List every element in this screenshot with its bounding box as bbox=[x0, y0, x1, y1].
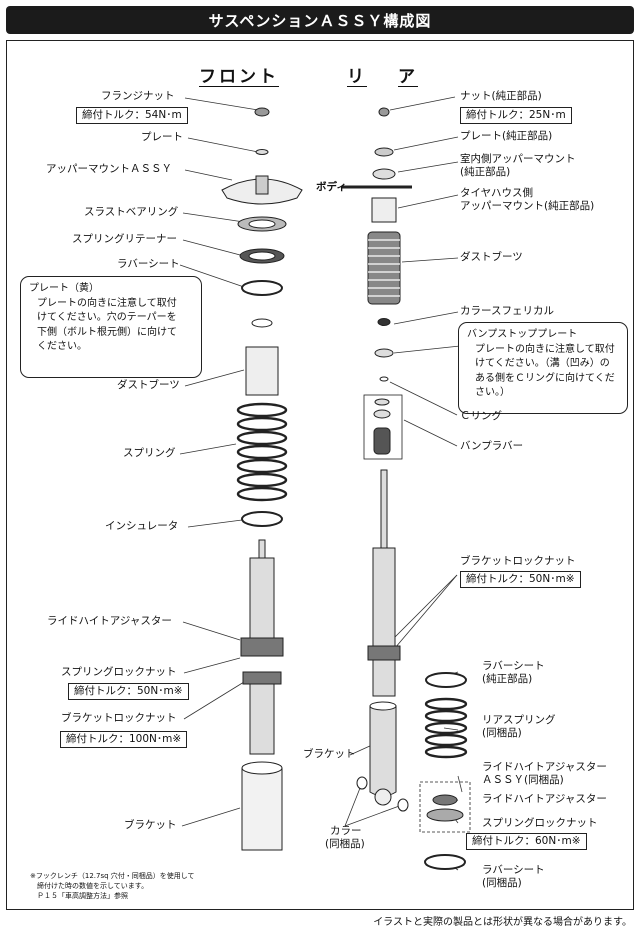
front-assembly bbox=[221, 107, 303, 851]
rear-rha-assy-label-2: ＡＳＳＹ(同梱品) bbox=[482, 774, 564, 786]
rear-bracket-lock-nut-torque: 締付トルク：50N･m※ bbox=[460, 571, 581, 588]
rear-bracket-label: ブラケット bbox=[303, 748, 356, 760]
rear-collar-label: カラー bbox=[330, 825, 362, 837]
front-note-body: プレートの向きに注意して取付 けてください。穴のテーパーを 下側（ボルト根元側）… bbox=[37, 297, 177, 353]
rear-plate-label: プレート(純正部品) bbox=[460, 130, 553, 142]
rear-tire-house-mount-label-2: アッパーマウント(純正部品) bbox=[460, 200, 595, 212]
rear-rha-label: ライドハイトアジャスター bbox=[482, 793, 607, 805]
rear-tire-house-mount-label-1: タイヤハウス側 bbox=[460, 187, 533, 199]
front-bracket-lock-nut-torque: 締付トルク：100N･m※ bbox=[60, 731, 188, 748]
front-spring-lock-nut-torque: 締付トルク：50N･m※ bbox=[68, 683, 189, 700]
front-bracket-lock-nut-label: ブラケットロックナット bbox=[61, 712, 177, 724]
footnote: ※フックレンチ（12.7sq 穴付・同梱品）を使用して 締付けた時の数値を示して… bbox=[30, 872, 195, 900]
dust-boot-shape bbox=[245, 346, 279, 396]
rear-bracket-lock-nut-label: ブラケットロックナット bbox=[460, 555, 576, 567]
rear-spring-lock-nut-torque: 締付トルク：60N･m※ bbox=[466, 833, 587, 850]
front-ride-height-adjuster-label: ライドハイトアジャスター bbox=[47, 615, 172, 627]
front-plate-label: プレート bbox=[141, 131, 183, 143]
rear-dust-boot-shape bbox=[367, 231, 401, 305]
rear-nut-torque: 締付トルク：25N･m bbox=[460, 107, 572, 124]
front-bracket-shape bbox=[241, 767, 283, 851]
rear-bracket-shape bbox=[369, 705, 397, 797]
rear-rha-assy-label-1: ライドハイトアジャスター bbox=[482, 761, 607, 773]
rear-spring-lock-nut-label: スプリングロックナット bbox=[482, 817, 598, 829]
rear-bump-rubber-label: バンプラバー bbox=[460, 440, 524, 452]
rear-collar-spherical-label: カラースフェリカル bbox=[460, 305, 554, 317]
rear-assembly bbox=[342, 107, 471, 870]
rear-collar-label-b: (同梱品) bbox=[325, 838, 365, 850]
rear-dust-boot-label: ダストブーツ bbox=[460, 251, 523, 263]
rear-rubber-seat-label-2: ラバーシート bbox=[482, 864, 545, 876]
disclaimer: イラストと実際の製品とは形状が異なる場合があります。 bbox=[373, 917, 632, 928]
section-front: フロント bbox=[199, 67, 279, 87]
front-thrust-bearing-label: スラストベアリング bbox=[84, 206, 179, 218]
damper-body bbox=[249, 557, 275, 641]
rear-note-body: プレートの向きに注意して取付 けてください。（溝（凹み）の ある側をＣリングに向… bbox=[475, 343, 615, 399]
rear-note-title: バンプストッププレート bbox=[467, 329, 578, 340]
front-rubber-seat-label: ラバーシート bbox=[117, 258, 180, 270]
rear-spring-label: リアスプリング bbox=[482, 714, 556, 726]
rear-body-label: ボディ bbox=[316, 181, 347, 193]
spring-shape bbox=[236, 402, 288, 502]
diagram-frame bbox=[6, 40, 634, 910]
rear-nut-label: ナット(純正部品) bbox=[460, 90, 542, 102]
front-dust-boot-label: ダストブーツ bbox=[117, 379, 180, 391]
front-insulator-label: インシュレータ bbox=[105, 520, 179, 532]
rear-spring-label-b: (同梱品) bbox=[482, 727, 522, 739]
rear-rubber-seat-label-2b: (同梱品) bbox=[482, 877, 522, 889]
section-rear-2: ア bbox=[398, 67, 418, 87]
page-header: サスペンションＡＳＳＹ構成図 bbox=[6, 6, 634, 34]
front-upper-mount-label: アッパーマウントＡＳＳＹ bbox=[46, 163, 172, 175]
front-note-title: プレート（黄） bbox=[29, 283, 99, 294]
rear-rubber-seat-label-1b: (純正部品) bbox=[482, 673, 533, 685]
front-bracket-label: ブラケット bbox=[124, 819, 177, 831]
rear-interior-mount-label-2: (純正部品) bbox=[460, 166, 511, 178]
front-spring-retainer-label: スプリングリテーナー bbox=[72, 233, 177, 245]
flange-nut-shape bbox=[254, 107, 270, 117]
rear-rubber-seat-label-1: ラバーシート bbox=[482, 660, 545, 672]
rear-spring-shape bbox=[424, 697, 468, 759]
rear-interior-mount-label-1: 室内側アッパーマウント bbox=[460, 153, 576, 165]
rear-bump-stop-note: バンプストッププレート プレートの向きに注意して取付 けてください。（溝（凹み）… bbox=[458, 322, 628, 414]
front-plate-note: プレート（黄） プレートの向きに注意して取付 けてください。穴のテーパーを 下側… bbox=[20, 276, 202, 378]
front-spring-label: スプリング bbox=[123, 447, 176, 459]
front-flange-nut-label: フランジナット bbox=[101, 90, 175, 102]
page-title: サスペンションＡＳＳＹ構成図 bbox=[208, 11, 432, 30]
front-spring-lock-nut-label: スプリングロックナット bbox=[61, 666, 177, 678]
rear-c-ring-label: Ｃリング bbox=[460, 410, 502, 422]
section-rear-1: リ bbox=[347, 67, 367, 87]
front-flange-nut-torque: 締付トルク：54N･m bbox=[76, 107, 188, 124]
